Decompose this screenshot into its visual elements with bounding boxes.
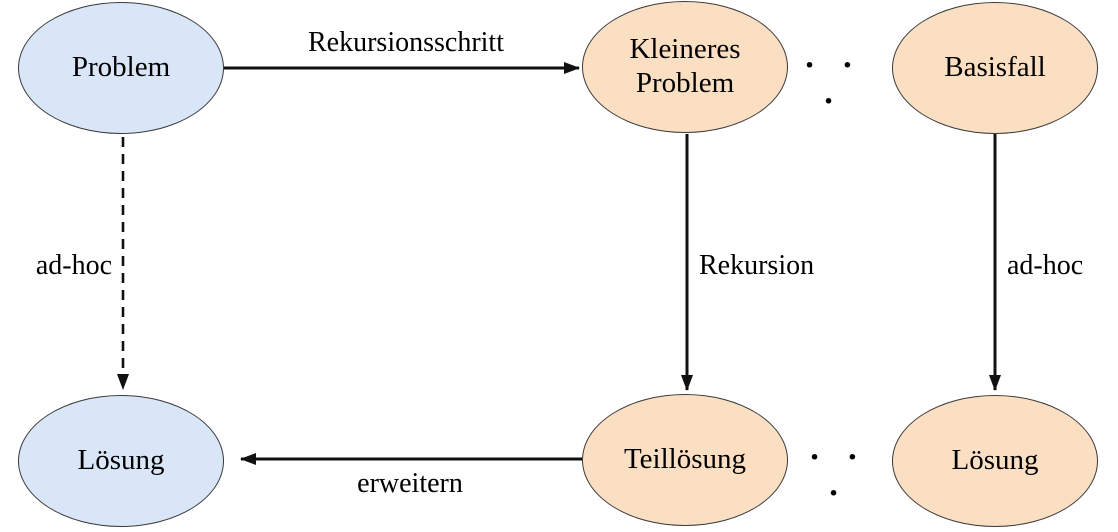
node-kleineres-problem-label: Kleineres Problem <box>629 33 741 99</box>
node-teilloesung-label: Teillösung <box>623 443 747 476</box>
erweitern-edge-label: erweitern <box>357 468 463 499</box>
node-basisfall-label: Basisfall <box>944 51 1046 84</box>
ad-hoc-left-edge-label: ad-hoc <box>35 250 112 281</box>
ellipsis-bottom: · · · <box>808 439 868 512</box>
node-teilloesung: Teillösung <box>582 394 788 526</box>
node-loesung-right-label: Lösung <box>951 444 1039 477</box>
ellipsis-top: · · · <box>803 47 863 120</box>
node-basisfall: Basisfall <box>892 2 1098 134</box>
node-kleineres-problem: Kleineres Problem <box>582 1 788 133</box>
node-problem-label: Problem <box>71 51 171 84</box>
rekursionsschritt-edge-label: Rekursionsschritt <box>308 27 504 58</box>
rekursion-edge-label: Rekursion <box>699 250 815 281</box>
node-loesung-left-label: Lösung <box>77 444 165 477</box>
node-loesung-right: Lösung <box>892 395 1098 527</box>
node-problem: Problem <box>18 2 224 134</box>
node-loesung-left: Lösung <box>18 395 224 527</box>
ad-hoc-right-edge-label: ad-hoc <box>1007 250 1084 281</box>
